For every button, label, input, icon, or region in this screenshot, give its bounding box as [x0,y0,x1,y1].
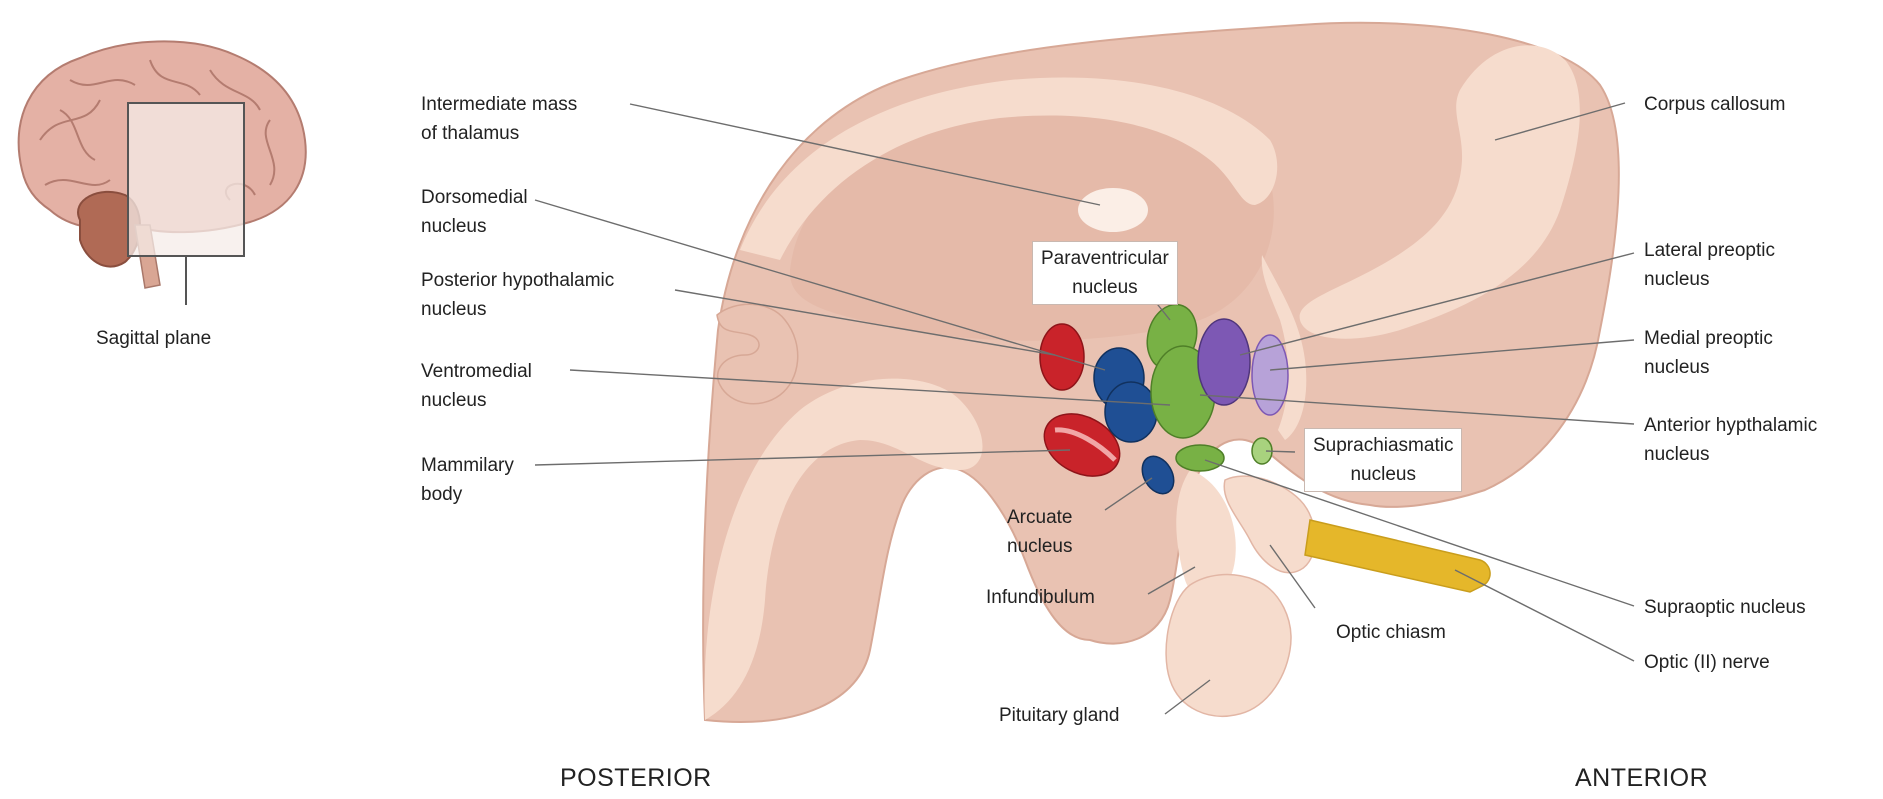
label-line: nucleus [421,295,614,324]
label-line: nucleus [421,386,532,415]
label-ventromedial: Ventromedial nucleus [421,357,532,415]
label-line: Ventromedial [421,357,532,386]
label-line: nucleus [1644,353,1773,382]
intermediate-mass-shape [1078,188,1148,232]
label-intermediate-mass: Intermediate mass of thalamus [421,90,577,148]
label-line: body [421,480,514,509]
label-line: Dorsomedial [421,183,528,212]
label-line: Posterior hypothalamic [421,266,614,295]
label-line: Optic (II) nerve [1644,648,1770,677]
label-posterior-hypothalamic: Posterior hypothalamic nucleus [421,266,614,324]
label-pituitary: Pituitary gland [999,701,1119,730]
label-dorsomedial: Dorsomedial nucleus [421,183,528,241]
optic-chiasm-shape [1224,476,1315,573]
label-suprachiasmatic: Suprachiasmatic nucleus [1304,428,1462,492]
label-optic-chiasm: Optic chiasm [1336,618,1446,647]
label-arcuate: Arcuate nucleus [1007,503,1073,561]
label-line: Optic chiasm [1336,618,1446,647]
lateral-preoptic-nucleus-shape [1198,319,1250,405]
label-line: Arcuate [1007,503,1073,532]
inset-caption: Sagittal plane [96,324,211,353]
label-anterior-hypothalamic: Anterior hypthalamic nucleus [1644,411,1817,469]
direction-posterior: POSTERIOR [560,764,712,793]
leader-suprachiasmatic [1266,451,1295,452]
label-line: nucleus [1041,273,1169,302]
direction-anterior: ANTERIOR [1575,764,1708,793]
label-line: Anterior hypthalamic [1644,411,1817,440]
label-line: Corpus callosum [1644,90,1786,119]
ventromedial-nucleus-shape [1105,382,1157,442]
label-line: Mammilary [421,451,514,480]
label-supraoptic: Supraoptic nucleus [1644,593,1806,622]
label-line: Intermediate mass [421,90,577,119]
optic-nerve-shape [1305,520,1490,592]
label-line: of thalamus [421,119,577,148]
leader-optic-nerve [1455,570,1634,661]
label-line: Medial preoptic [1644,324,1773,353]
label-corpus-callosum: Corpus callosum [1644,90,1786,119]
pituitary-gland-shape [1166,575,1291,717]
label-medial-preoptic: Medial preoptic nucleus [1644,324,1773,382]
supraoptic-nucleus-shape [1176,445,1224,471]
label-line: Lateral preoptic [1644,236,1775,265]
label-line: nucleus [421,212,528,241]
label-line: nucleus [1644,265,1775,294]
inset-brain [19,41,306,305]
label-line: Paraventricular [1041,244,1169,273]
label-line: Suprachiasmatic [1313,431,1453,460]
label-lateral-preoptic: Lateral preoptic nucleus [1644,236,1775,294]
label-mammilary: Mammilary body [421,451,514,509]
label-paraventricular: Paraventricular nucleus [1032,241,1178,305]
label-line: nucleus [1644,440,1817,469]
label-line: nucleus [1007,532,1073,561]
label-line: Infundibulum [986,583,1095,612]
label-line: Supraoptic nucleus [1644,593,1806,622]
label-line: nucleus [1313,460,1453,489]
label-infundibulum: Infundibulum [986,583,1095,612]
label-optic-nerve: Optic (II) nerve [1644,648,1770,677]
inset-plane-box [128,103,244,256]
label-line: Pituitary gland [999,701,1119,730]
inset-caption-text: Sagittal plane [96,324,211,353]
